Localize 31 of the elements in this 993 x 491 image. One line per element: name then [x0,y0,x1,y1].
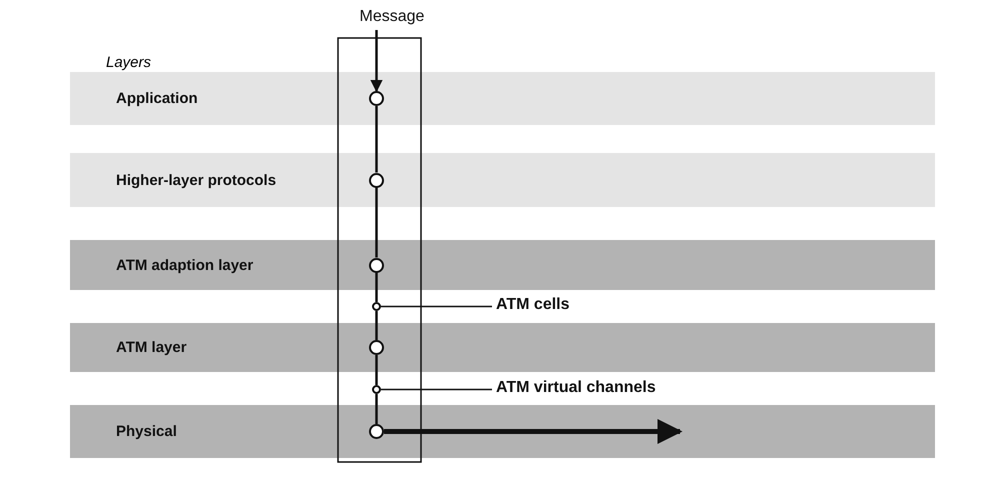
arrow [384,419,682,444]
layer-band [70,240,935,290]
junction-circle [372,385,381,394]
junction-circle [372,302,381,311]
layer-label: ATM adaption layer [116,256,254,274]
layer-band [70,405,935,458]
leader-line [381,306,492,308]
connector-line [375,311,378,340]
junction-circle [369,340,384,355]
junction-circle [369,424,384,439]
junction-circle [369,172,384,188]
connector-line [375,355,378,385]
connector-line [375,188,378,258]
layer-label: ATM layer [116,339,187,356]
layer-band [70,323,935,372]
layer-band [70,72,935,125]
message-label: Message [357,8,427,30]
junction-circle [369,258,384,272]
layer-label: Physical [116,423,177,440]
leader-line [381,388,492,390]
heading-label: Layers [106,54,152,71]
connector-line [375,394,378,424]
channel-label: ATM cells [496,296,616,318]
channel-label: ATM virtual channels [496,379,726,401]
junction-circle [369,91,384,106]
layer-band [70,153,935,207]
connector-line [375,106,378,172]
connector-line [375,272,378,302]
arrow [370,30,383,92]
layer-label: Higher-layer protocols [116,172,276,188]
layer-label: Application [116,90,198,107]
